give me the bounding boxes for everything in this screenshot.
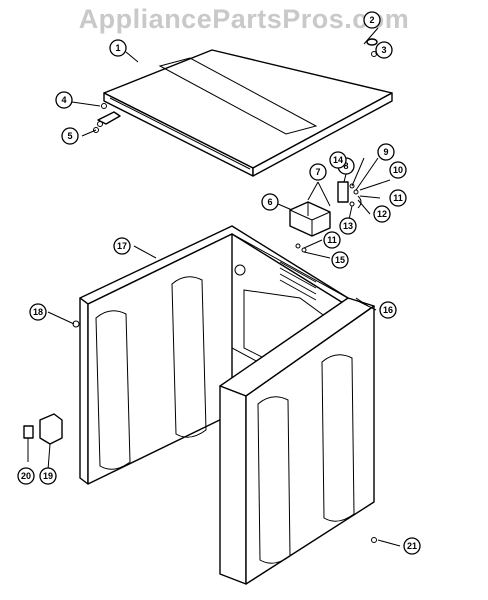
callout-number: 13: [343, 221, 353, 231]
callout-number: 14: [333, 155, 343, 165]
callout-number: 5: [67, 131, 72, 141]
callout-number: 6: [267, 197, 272, 207]
callout-bubble: [309, 163, 327, 181]
cabinet-side-panel: [219, 297, 375, 585]
callout-bubble: [17, 467, 35, 485]
top-panel: [103, 49, 393, 177]
callout-number: 16: [383, 305, 393, 315]
callout-number: 3: [381, 45, 386, 55]
callout-number: 1: [115, 43, 120, 53]
callout-bubble: [323, 231, 341, 249]
callout-bubble: [363, 11, 381, 29]
callout-number: 7: [315, 167, 320, 177]
cabinet-rear: [72, 225, 349, 485]
callout-number: 4: [61, 95, 66, 105]
watermark: AppliancePartsPros.com: [78, 4, 410, 34]
callout-number: 20: [21, 471, 31, 481]
callout-bubble: [29, 303, 47, 321]
callout-bubble: [389, 189, 407, 207]
callout-number: 8: [343, 161, 348, 171]
callout-number: 2: [369, 15, 374, 25]
callout-bubble: [403, 537, 421, 555]
callout-bubble: [379, 301, 397, 319]
callout-bubble: [113, 237, 131, 255]
callout-bubble: [339, 217, 357, 235]
callout-bubble: [261, 193, 279, 211]
callout-number: 10: [393, 165, 403, 175]
callout-number: 9: [383, 147, 388, 157]
callout-bubble: [375, 41, 393, 59]
callout-bubble: [55, 91, 73, 109]
callout-bubble: [329, 151, 347, 169]
callout-number: 19: [43, 471, 53, 481]
callout-number: 17: [117, 241, 127, 251]
callout-number: 15: [335, 255, 345, 265]
callout-number: 11: [327, 235, 337, 245]
callout-bubble: [389, 161, 407, 179]
harness-bracket: [23, 413, 63, 445]
callout-bubble: [61, 127, 79, 145]
hinge-bracket: [93, 103, 121, 133]
callout-bubble: [39, 467, 57, 485]
callout-number: 18: [33, 307, 43, 317]
callout-bubble: [331, 251, 349, 269]
callout-bubble: [373, 205, 391, 223]
callout-number: 21: [407, 541, 417, 551]
control-bracket: [289, 201, 331, 237]
callout-number: 11: [393, 193, 403, 203]
callout-bubble: [109, 39, 127, 57]
cabinet-screw: [371, 537, 377, 543]
callout-number: 12: [377, 209, 387, 219]
callout-bubble: [377, 143, 395, 161]
